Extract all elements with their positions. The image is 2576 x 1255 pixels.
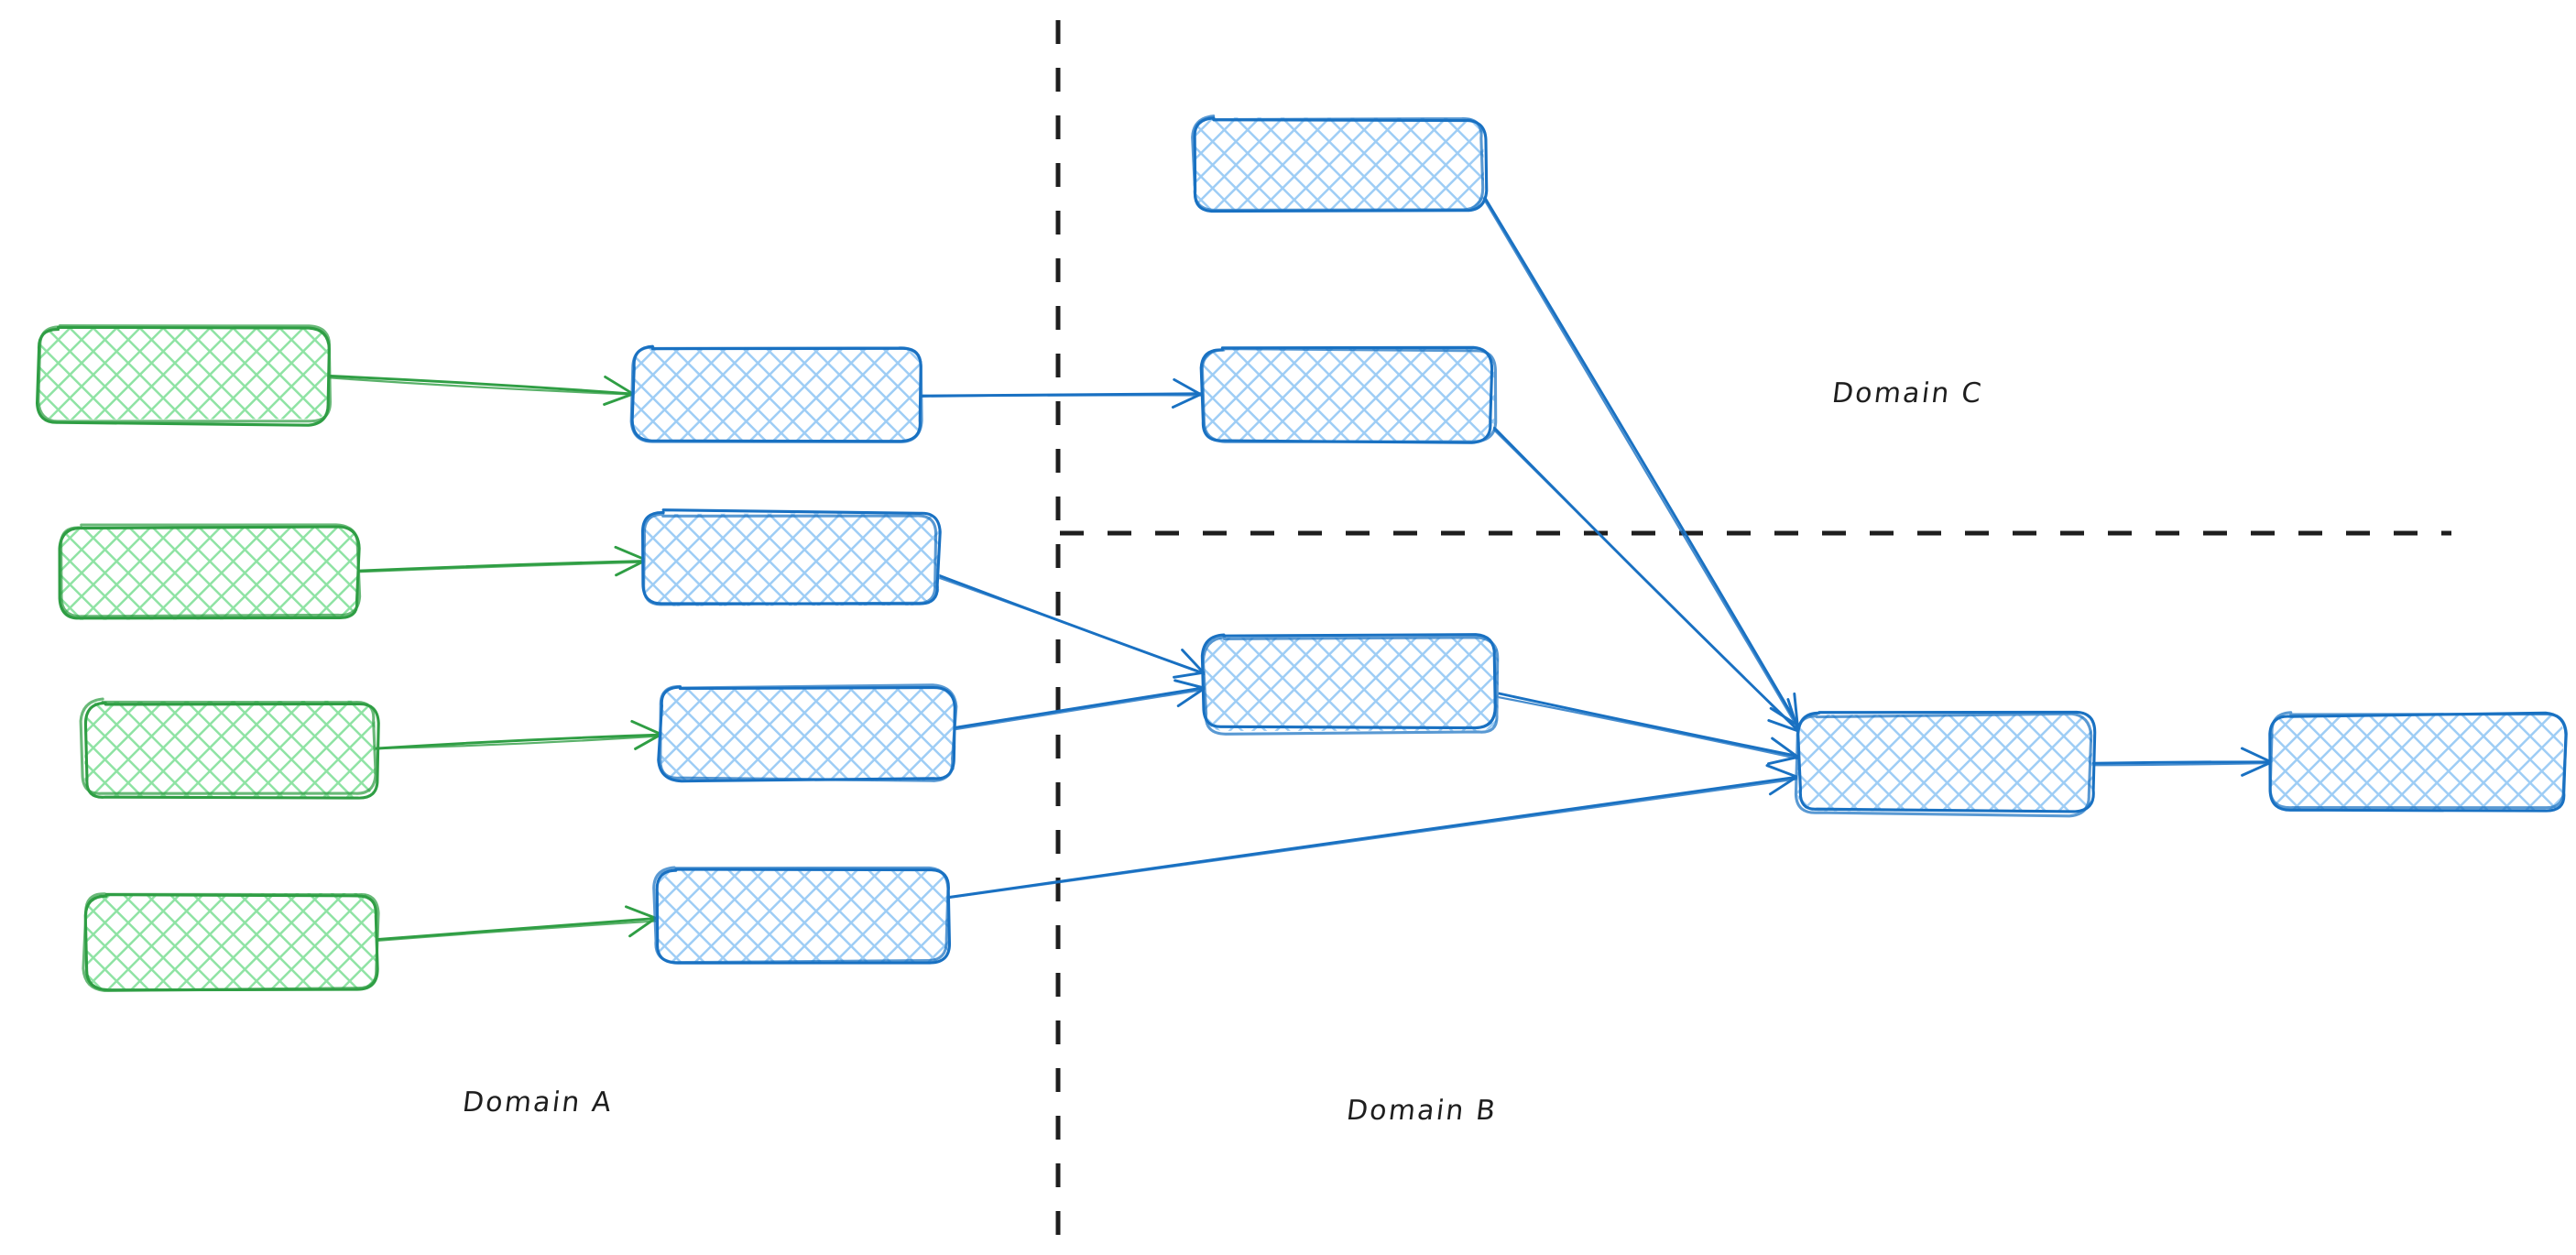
edge-e-hub-out[interactable] (2091, 747, 2273, 777)
edge-e-c1-hub[interactable] (1482, 196, 1799, 729)
domain-label-a: Domain A (460, 1086, 616, 1119)
node-a4[interactable] (82, 892, 380, 993)
edge-e-a2-b2[interactable] (356, 545, 646, 577)
divider-layer (1055, 20, 2451, 1242)
edge-e-b1-c2[interactable] (920, 377, 1205, 409)
node-c1[interactable] (1191, 115, 1489, 213)
node-out[interactable] (2268, 711, 2568, 813)
node-hub[interactable] (1794, 710, 2097, 818)
node-a3[interactable] (79, 697, 380, 800)
edge-e-b3-d1[interactable] (952, 679, 1206, 731)
node-layer (35, 115, 2568, 993)
edge-layer (329, 196, 2273, 942)
node-c2[interactable] (1199, 345, 1498, 444)
node-d1[interactable] (1200, 633, 1500, 736)
node-b4[interactable] (652, 866, 952, 965)
edge-e-c2-hub[interactable] (1492, 426, 1800, 733)
domain-label-c: Domain C (1829, 377, 1985, 409)
edge-e-a3-b3[interactable] (374, 719, 664, 750)
domain-label-b: Domain B (1344, 1095, 1500, 1127)
node-b1[interactable] (629, 344, 923, 443)
node-a2[interactable] (58, 523, 362, 620)
node-b2[interactable] (641, 508, 942, 606)
edge-e-b4-hub[interactable] (946, 764, 1799, 900)
node-b3[interactable] (657, 683, 958, 783)
edge-e-b2-d1[interactable] (936, 573, 1207, 679)
edge-e-a4-b4[interactable] (376, 905, 659, 942)
edge-e-a1-b1[interactable] (329, 375, 635, 406)
node-a1[interactable] (35, 324, 332, 427)
edge-e-d1-hub[interactable] (1497, 692, 1800, 766)
